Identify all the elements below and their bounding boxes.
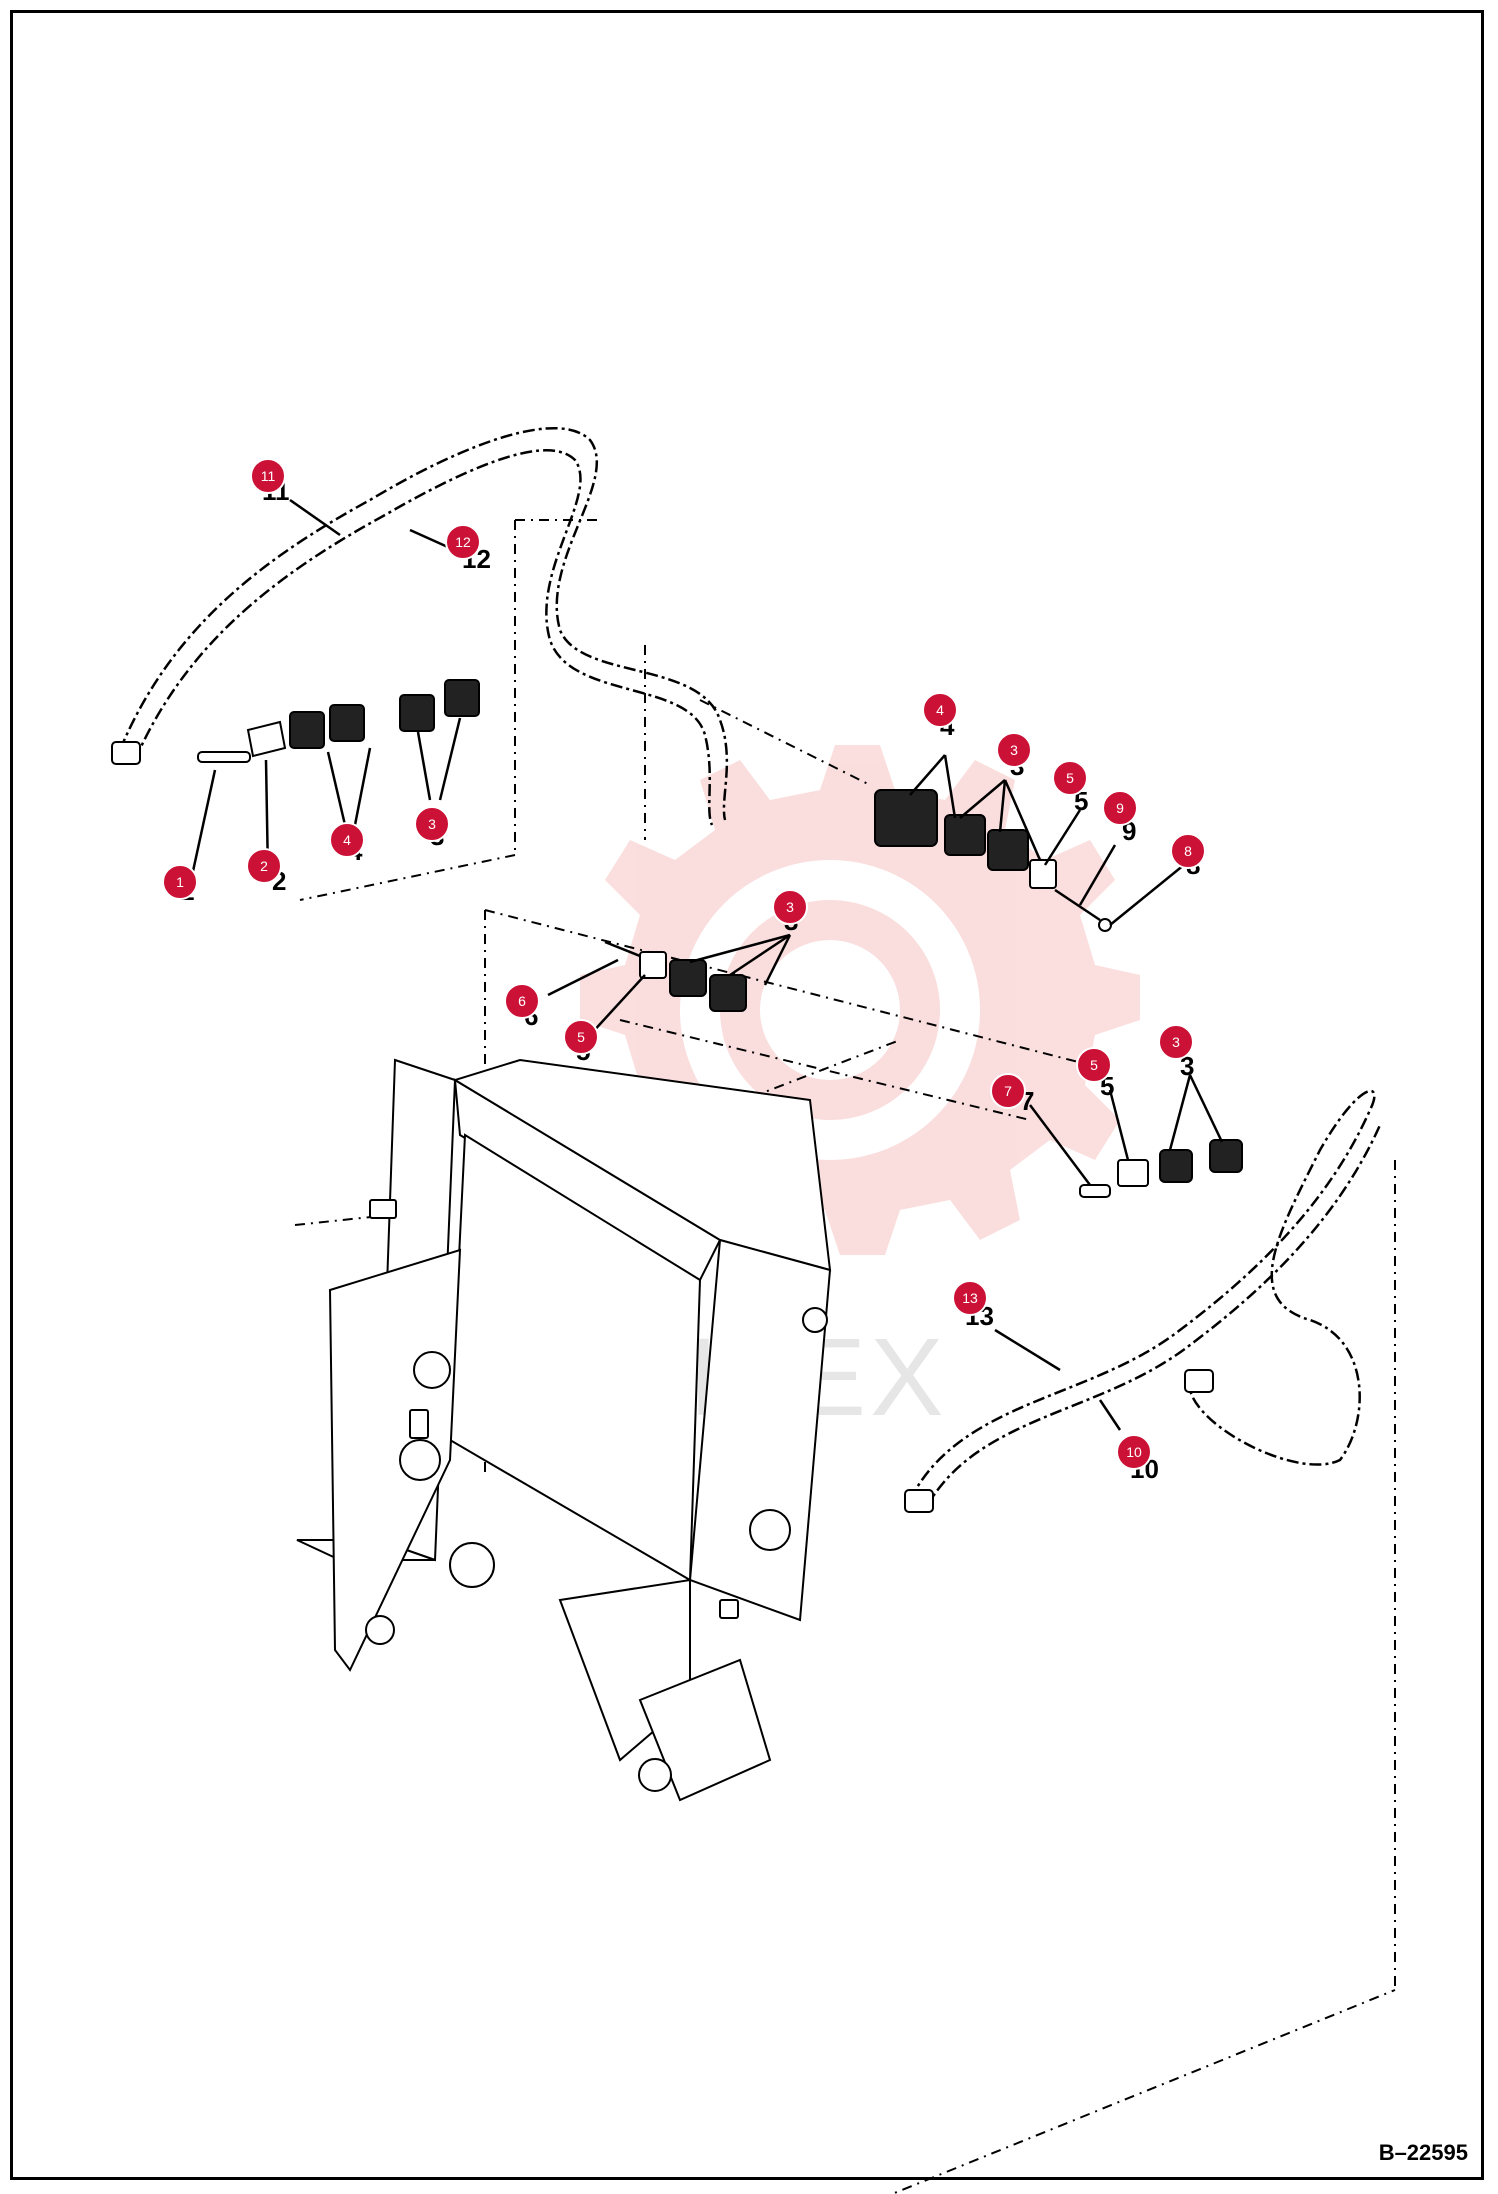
svg-text:3: 3 — [1010, 742, 1018, 758]
ref-number: 3 — [1180, 1051, 1194, 1081]
callout-3[interactable]: 3 — [414, 806, 450, 842]
clamp-group-upper-right — [874, 789, 1112, 932]
callout-9[interactable]: 9 — [1102, 790, 1138, 826]
svg-text:2: 2 — [260, 858, 268, 874]
svg-text:5: 5 — [577, 1029, 585, 1045]
clamp-group-center — [604, 940, 747, 1012]
callout-10[interactable]: 10 — [1116, 1434, 1152, 1470]
callout-5-upper-right[interactable]: 5 — [1052, 760, 1088, 796]
callout-4[interactable]: 4 — [329, 822, 365, 858]
svg-text:6: 6 — [518, 993, 526, 1009]
callout-2[interactable]: 2 — [246, 848, 282, 884]
callout-1[interactable]: 1 — [162, 864, 198, 900]
svg-text:5: 5 — [1090, 1057, 1098, 1073]
callout-3-upper-right[interactable]: 3 — [996, 732, 1032, 768]
svg-text:1: 1 — [176, 874, 184, 890]
svg-text:13: 13 — [962, 1290, 978, 1306]
hose-upper-left — [111, 427, 729, 826]
svg-text:3: 3 — [1172, 1034, 1180, 1050]
callout-3-center[interactable]: 3 — [772, 889, 808, 925]
svg-text:7: 7 — [1004, 1083, 1012, 1099]
callout-3-lower-right[interactable]: 3 — [1158, 1024, 1194, 1060]
callout-5-lower-right[interactable]: 5 — [1076, 1047, 1112, 1083]
svg-text:4: 4 — [936, 702, 944, 718]
drawing-frame — [10, 10, 1484, 2180]
svg-text:3: 3 — [786, 899, 794, 915]
callout-8[interactable]: 8 — [1170, 833, 1206, 869]
callout-7[interactable]: 7 — [990, 1073, 1026, 1109]
leader-lines — [188, 498, 1224, 1431]
callout-11[interactable]: 11 — [250, 458, 286, 494]
svg-text:4: 4 — [343, 832, 351, 848]
callout-4-upper-right[interactable]: 4 — [922, 692, 958, 728]
svg-text:12: 12 — [455, 534, 471, 550]
svg-text:8: 8 — [1184, 843, 1192, 859]
callout-6[interactable]: 6 — [504, 983, 540, 1019]
svg-text:10: 10 — [1126, 1444, 1142, 1460]
drawing-number: B–22595 — [1378, 2140, 1468, 2165]
clamp-group-lower-right — [1079, 1139, 1243, 1198]
callout-12[interactable]: 12 — [445, 524, 481, 560]
hose-lower-right — [904, 1089, 1382, 1513]
callout-13[interactable]: 13 — [952, 1280, 988, 1316]
frame-assembly — [296, 1058, 832, 1802]
svg-text:5: 5 — [1066, 770, 1074, 786]
svg-text:9: 9 — [1116, 800, 1124, 816]
callout-5-center[interactable]: 5 — [563, 1019, 599, 1055]
clamp-group-upper-left — [197, 679, 480, 763]
svg-text:3: 3 — [428, 816, 436, 832]
svg-text:11: 11 — [261, 468, 276, 484]
